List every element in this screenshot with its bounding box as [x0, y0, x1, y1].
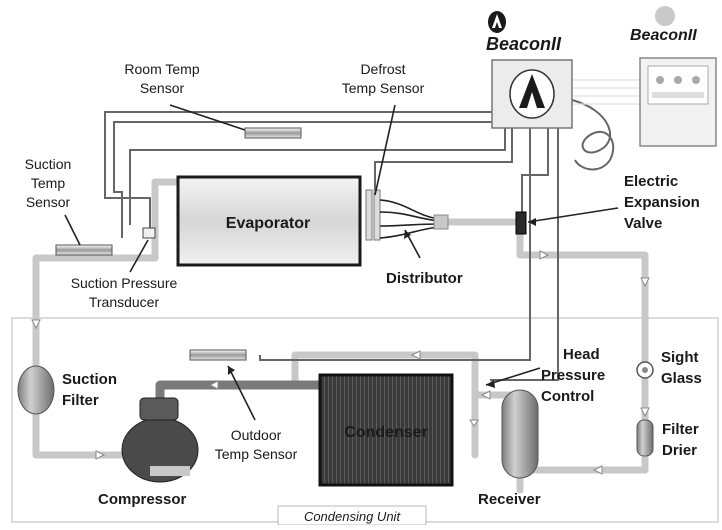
- thermostat-brand: BeaconII: [630, 27, 697, 44]
- labels: Room Temp Sensor Defrost Temp Sensor Suc…: [25, 61, 702, 526]
- expansion-valve-label-2: Expansion: [624, 194, 700, 211]
- outdoor-temp-label-1: Outdoor: [231, 427, 282, 443]
- suction-pressure-transducer: [142, 227, 156, 239]
- flow-arrows: [31, 250, 650, 475]
- head-pressure-label-1: Head: [563, 346, 600, 363]
- suction-filter-label-1: Suction: [62, 371, 117, 388]
- outdoor-temp-sensor: [189, 349, 247, 361]
- receiver: [501, 389, 539, 479]
- suction-filter-label-2: Filter: [62, 392, 99, 409]
- condenser: Condenser: [318, 373, 454, 487]
- sight-glass-label-1: Sight: [661, 349, 699, 366]
- beacon-thermostat: BeaconII: [630, 6, 717, 147]
- defrost-temp-label-2: Temp Sensor: [342, 80, 425, 96]
- defrost-temp-label-1: Defrost: [360, 61, 405, 77]
- head-pressure-label-2: Pressure: [541, 367, 605, 384]
- control-wiring: [104, 79, 640, 381]
- suction-temp-sensor: [55, 244, 113, 256]
- head-pressure-label-3: Control: [541, 388, 594, 405]
- compressor: [121, 397, 199, 483]
- room-temp-label-1: Room Temp: [124, 61, 199, 77]
- suction-temp-label-1: Suction: [25, 156, 72, 172]
- filter-drier-label-2: Drier: [662, 442, 697, 459]
- expansion-valve: [515, 211, 527, 235]
- condensing-unit-label: Condensing Unit: [304, 509, 402, 524]
- beacon-logo-icon: [519, 74, 545, 108]
- distributor: [379, 199, 449, 239]
- evaporator: Evaporator: [176, 175, 381, 267]
- sight-glass-label-2: Glass: [661, 370, 702, 387]
- suction-temp-label-2: Temp: [31, 175, 65, 191]
- compressor-label: Compressor: [98, 491, 187, 508]
- suction-filter: [17, 365, 55, 415]
- controller-brand: BeaconII: [486, 34, 562, 54]
- suction-pressure-label-1: Suction Pressure: [71, 275, 178, 291]
- evaporator-label: Evaporator: [226, 215, 310, 232]
- leader-lines: [64, 104, 619, 421]
- outdoor-temp-label-2: Temp Sensor: [215, 446, 298, 462]
- suction-temp-label-3: Sensor: [26, 194, 71, 210]
- room-temp-label-2: Sensor: [140, 80, 185, 96]
- discharge-line: [155, 380, 325, 403]
- filter-drier: [636, 419, 654, 457]
- condenser-label: Condenser: [344, 424, 428, 441]
- expansion-valve-label-3: Valve: [624, 215, 662, 232]
- expansion-valve-label-1: Electric: [624, 173, 678, 190]
- beacon-controller: BeaconII: [486, 11, 573, 129]
- filter-drier-label-1: Filter: [662, 421, 699, 438]
- receiver-label: Receiver: [478, 491, 541, 508]
- room-temp-sensor: [244, 127, 302, 139]
- suction-pressure-label-2: Transducer: [89, 294, 160, 310]
- distributor-label: Distributor: [386, 270, 463, 287]
